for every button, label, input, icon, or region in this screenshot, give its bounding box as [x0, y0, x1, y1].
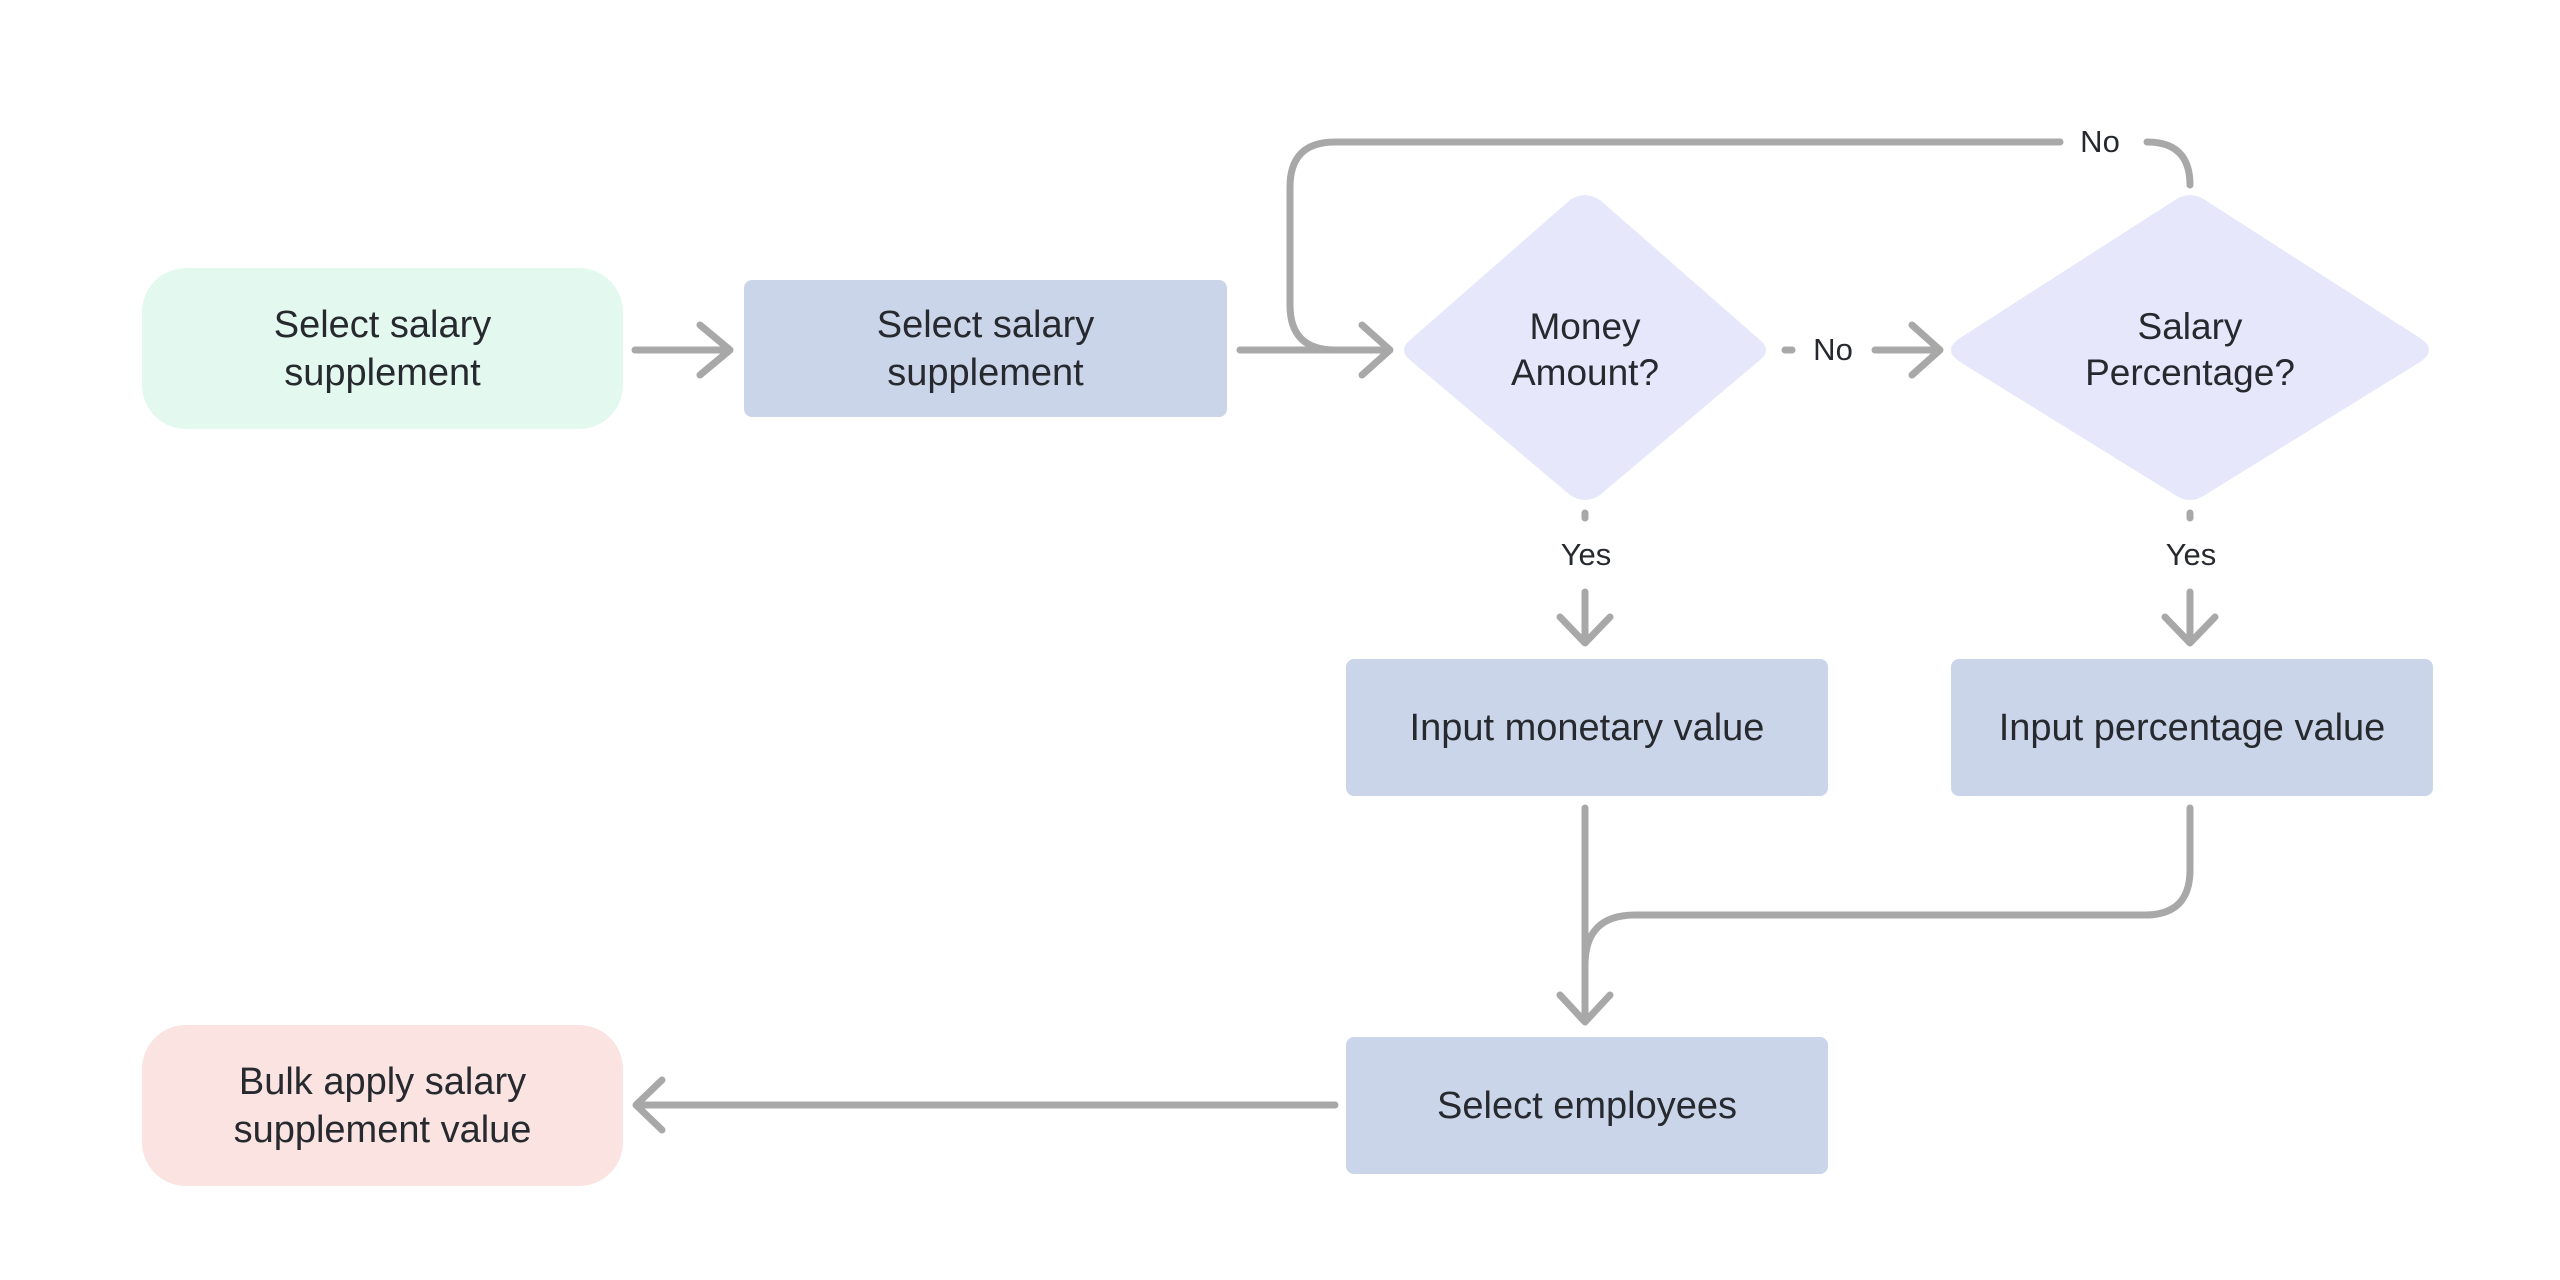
- input-percentage-node[interactable]: Input percentage value: [1951, 659, 2433, 796]
- arrowhead-employees: [1556, 991, 1614, 1026]
- select-supplement-node[interactable]: Select salary supplement: [744, 280, 1227, 417]
- input-monetary-label: Input monetary value: [1409, 706, 1765, 749]
- end-node-label: Bulk apply salary supplement value: [233, 1060, 532, 1151]
- arrowhead-select: [696, 321, 734, 379]
- edge-label-percentage-no: No: [2074, 124, 2126, 160]
- arrowhead-money: [1358, 321, 1394, 379]
- select-employees-node[interactable]: Select employees: [1346, 1037, 1828, 1174]
- start-node[interactable]: Select salary supplement: [142, 268, 623, 429]
- input-monetary-node[interactable]: Input monetary value: [1346, 659, 1828, 796]
- arrowhead-percentage: [1908, 321, 1944, 379]
- edge-label-percentage-yes: Yes: [2159, 537, 2223, 573]
- connector-percentage-to-employees: [1581, 804, 2194, 969]
- arrowhead-end: [632, 1076, 666, 1134]
- arrowhead-percentage-input: [2161, 613, 2219, 647]
- edge-label-money-yes: Yes: [1554, 537, 1618, 573]
- edge-label-money-no: No: [1807, 332, 1859, 368]
- percentage-decision-shape: [1951, 195, 2429, 500]
- money-decision-shape: [1404, 195, 1766, 500]
- connector-loop-top: [1286, 138, 2064, 354]
- connector-percentage-no-loop: [2143, 138, 2194, 189]
- percentage-decision-label: Salary Percentage?: [2085, 306, 2295, 393]
- arrowhead-monetary: [1556, 613, 1614, 647]
- select-employees-label: Select employees: [1437, 1084, 1737, 1127]
- end-node[interactable]: Bulk apply salary supplement value: [142, 1025, 623, 1186]
- input-percentage-label: Input percentage value: [1998, 706, 2386, 749]
- money-decision-label: Money Amount?: [1510, 306, 1660, 393]
- select-supplement-label: Select salary supplement: [876, 303, 1095, 394]
- start-node-label: Select salary supplement: [273, 303, 492, 394]
